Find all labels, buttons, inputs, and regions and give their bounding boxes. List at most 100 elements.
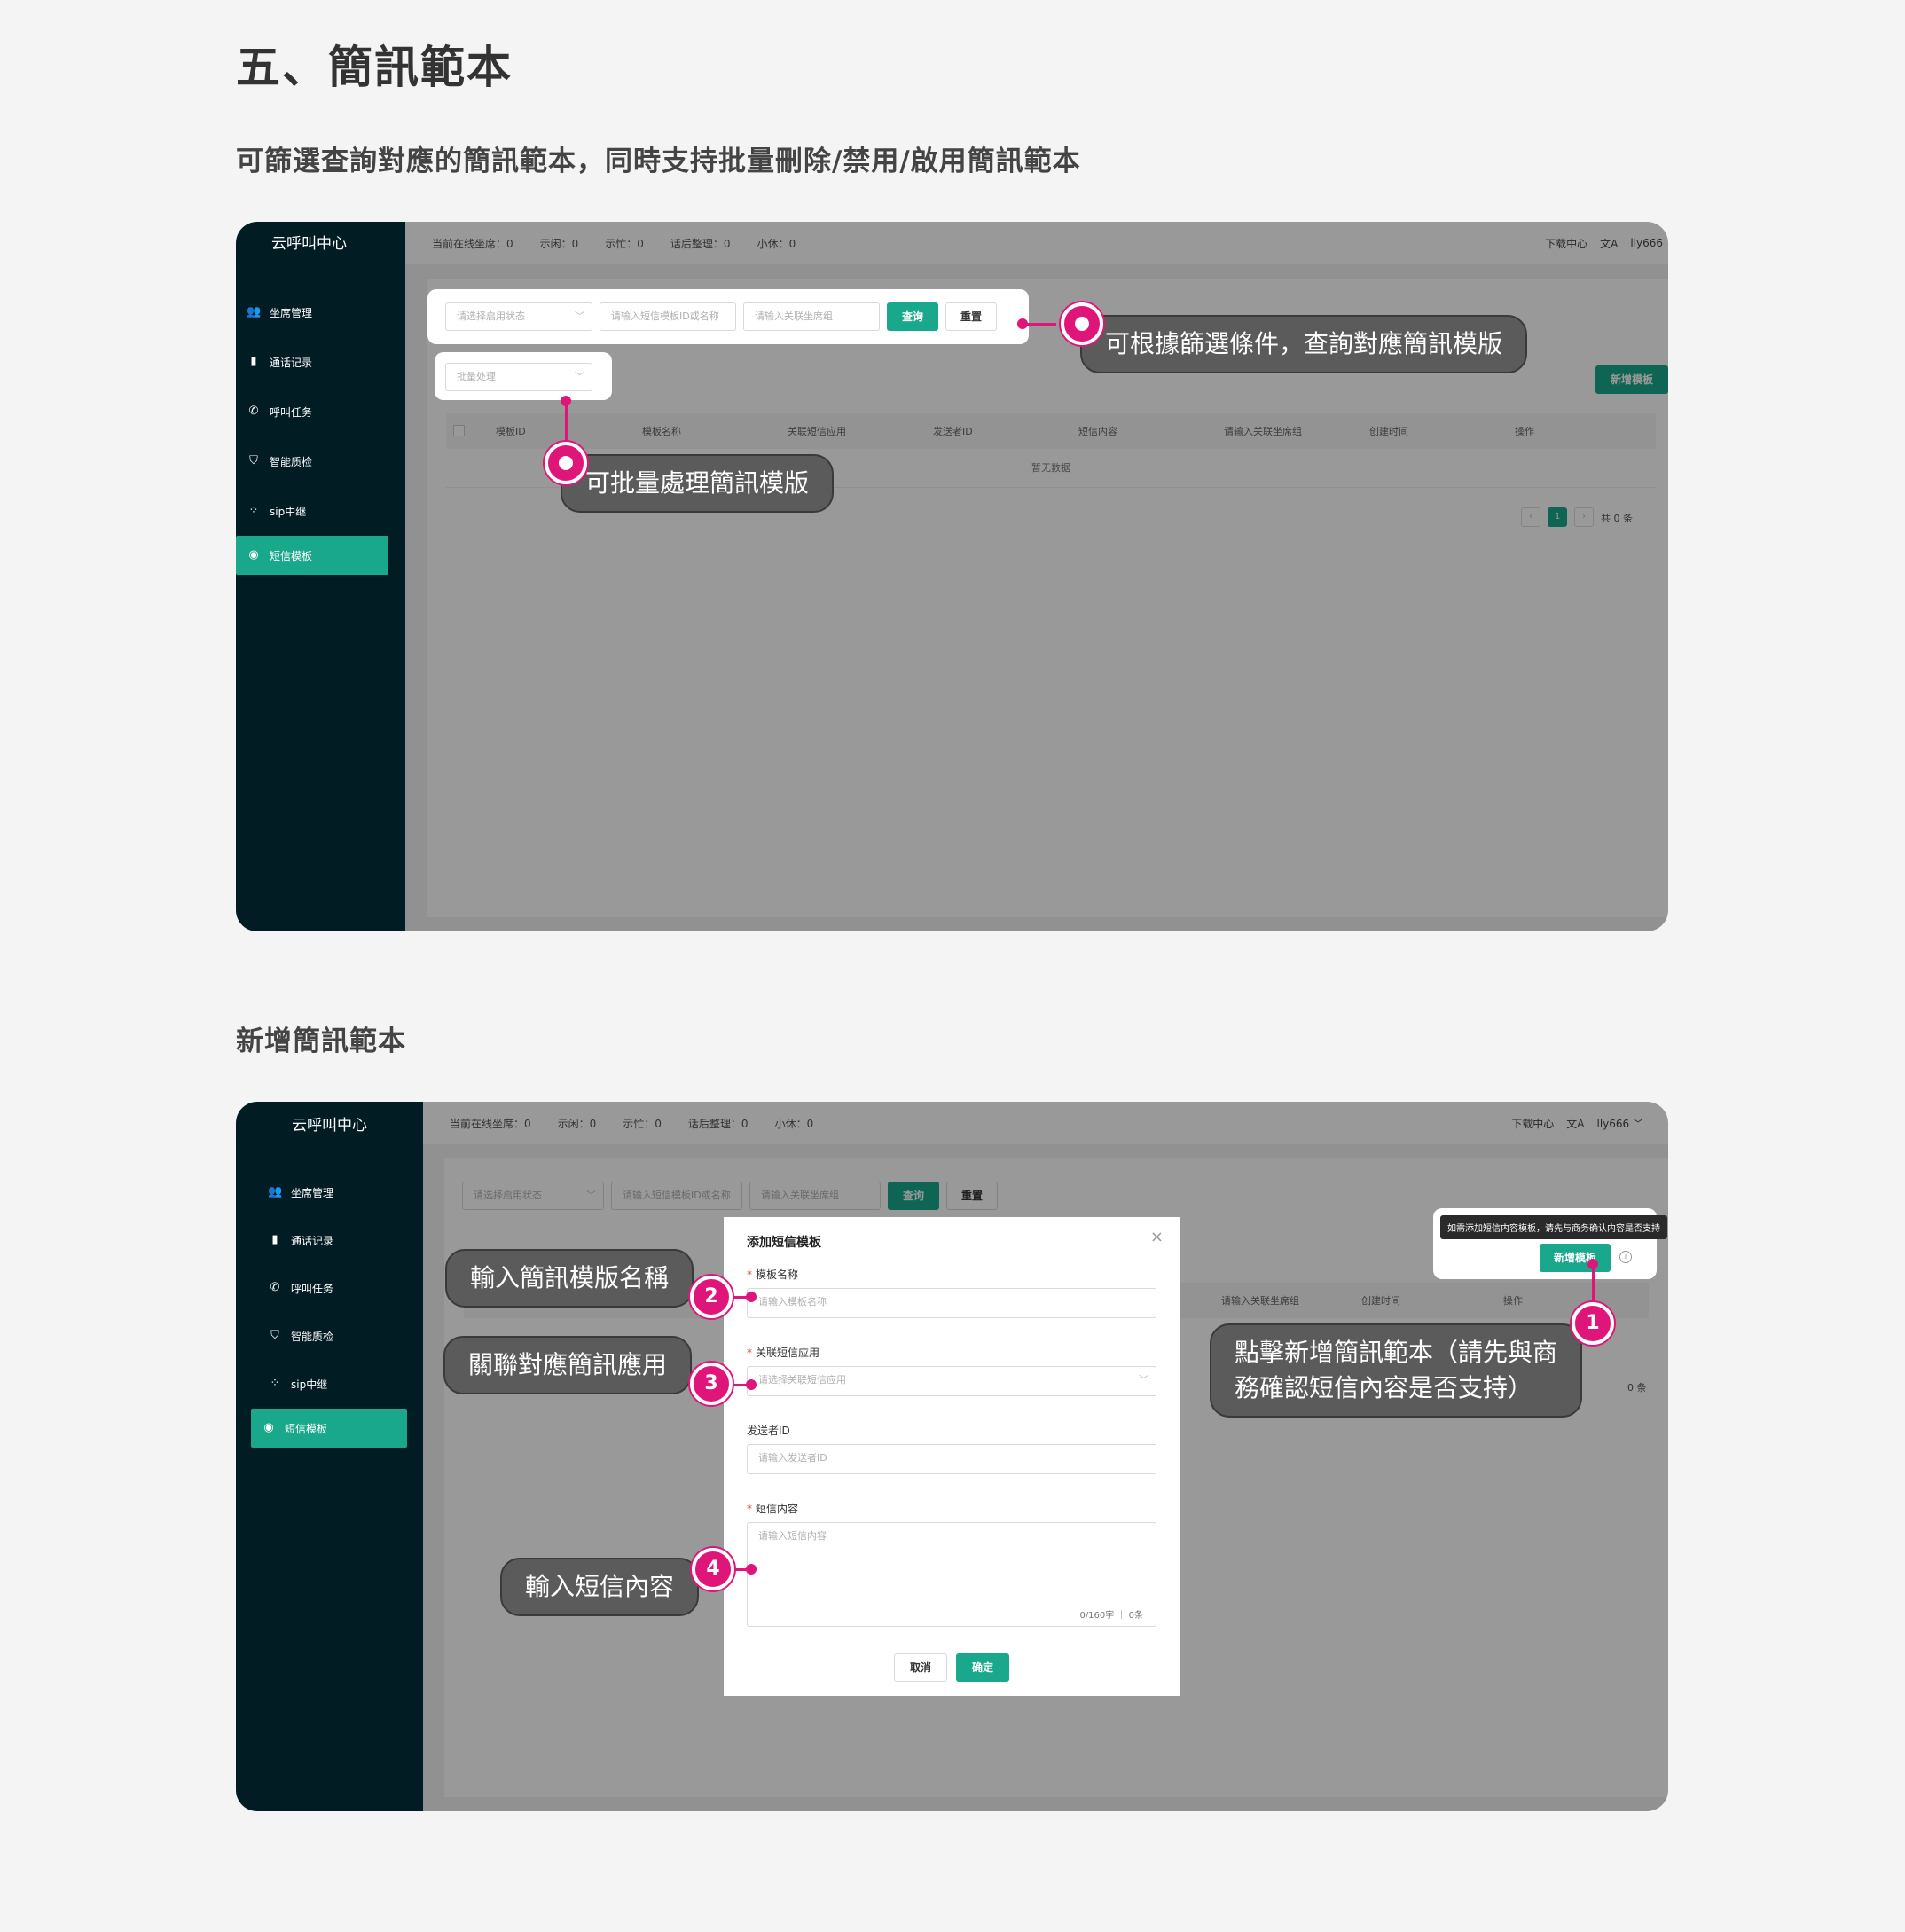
sidebar-item-sip[interactable]: ⁘sip中继: [236, 491, 387, 530]
sidebar-item-quality[interactable]: ⛉智能质检: [236, 442, 387, 481]
step4-marker: 4: [692, 1548, 734, 1590]
step4-anchor-pin: [746, 1564, 757, 1575]
filter-callout: 可根據篩選條件，查詢對應簡訊模版: [1080, 315, 1528, 373]
chevron-down-icon: ﹀: [575, 371, 584, 382]
sidebar: 云呼叫中心 👥坐席管理 ▮通话记录 ✆呼叫任务 ⛉智能质检 ⁘sip中继 ◉短信…: [236, 1102, 423, 1811]
col-template-name: 模板名称: [642, 426, 681, 437]
step1-callout: 點擊新增簡訊範本（請先與商 務確認短信內容是否支持）: [1210, 1323, 1583, 1418]
sidebar-item-label: 呼叫任务: [291, 1282, 334, 1295]
step2-connector: [715, 1296, 750, 1299]
chevron-down-icon: ﹀: [1139, 1374, 1148, 1386]
prev-page-button[interactable]: ‹: [1521, 507, 1540, 527]
agent-group-input[interactable]: 请输入关联坐席组: [749, 1182, 881, 1210]
template-name-input[interactable]: 请输入模板名称: [747, 1288, 1156, 1318]
new-template-button[interactable]: 新增模板: [1540, 1244, 1611, 1272]
step3-callout: 關聯對應簡訊應用: [443, 1336, 693, 1394]
step1-connector: [1592, 1264, 1595, 1307]
step3-connector: [715, 1384, 750, 1386]
chat-icon: ◉: [248, 548, 259, 562]
batch-select[interactable]: 批量处理﹀: [445, 363, 592, 391]
sidebar-item-label: 智能质检: [291, 1330, 334, 1343]
stat-busy: 示忙：0: [623, 1117, 662, 1130]
sender-id-input[interactable]: 请输入发送者ID: [747, 1444, 1156, 1474]
download-center-link[interactable]: 下载中心: [1545, 237, 1588, 250]
step4-callout: 輸入短信內容: [500, 1558, 700, 1616]
sidebar-item-sms-templates[interactable]: ◉短信模板: [251, 1409, 407, 1448]
template-id-input[interactable]: 请输入短信模板ID或名称: [600, 302, 736, 331]
language-icon[interactable]: 文A: [1566, 1117, 1585, 1130]
search-button[interactable]: 查询: [887, 302, 938, 331]
sidebar: 云呼叫中心 👥坐席管理 ▮通话记录 ✆呼叫任务 ⛉智能质检 ⁘sip中继 ◉短信…: [236, 222, 405, 931]
status-select[interactable]: 请选择启用状态﹀: [445, 302, 592, 331]
network-icon: ⁘: [270, 1377, 280, 1390]
sidebar-item-agents[interactable]: 👥坐席管理: [236, 293, 387, 332]
sender-label: 发送者ID: [747, 1425, 790, 1437]
stat-idle: 示闲：0: [539, 237, 579, 250]
agent-group-input[interactable]: 请输入关联坐席组: [743, 302, 880, 331]
step1-callout-line1: 點擊新增簡訊範本（請先與商: [1235, 1338, 1558, 1367]
stat-busy: 示忙：0: [605, 237, 644, 250]
next-page-button[interactable]: ›: [1574, 507, 1594, 527]
shield-icon: ⛉: [249, 454, 258, 467]
sidebar-item-sip[interactable]: ⁘sip中继: [257, 1364, 412, 1403]
language-icon[interactable]: 文A: [1600, 237, 1619, 250]
batch-connector: [565, 401, 568, 447]
new-template-tooltip: 如需添加短信内容模板，请先与商务确认内容是否支持: [1440, 1215, 1667, 1239]
reset-button[interactable]: 重置: [946, 1182, 998, 1210]
close-icon[interactable]: ×: [1149, 1228, 1164, 1246]
top-bar: 当前在线坐席：0 示闲：0 示忙：0 话后整理：0 小休：0 下载中心 文A l…: [423, 1102, 1668, 1144]
book-icon: ▮: [271, 1233, 278, 1246]
content-label: *短信内容: [747, 1503, 799, 1515]
stat-break: 小休：0: [774, 1117, 814, 1130]
sidebar-item-label: 坐席管理: [291, 1186, 334, 1199]
app-label: *关联短信应用: [747, 1347, 820, 1359]
sidebar-item-call-tasks[interactable]: ✆ 呼叫任务: [257, 1268, 412, 1308]
cancel-button[interactable]: 取消: [894, 1653, 947, 1682]
col-template-id: 模板ID: [496, 426, 526, 437]
sidebar-item-label: 通话记录: [291, 1234, 334, 1247]
total-count: 0 条: [1627, 1382, 1647, 1394]
col-sms-app: 关联短信应用: [788, 426, 846, 437]
stat-wrapup: 话后整理：0: [670, 237, 731, 250]
dialog-title: 添加短信模板: [747, 1236, 821, 1250]
search-button[interactable]: 查询: [888, 1182, 939, 1210]
sidebar-item-call-tasks[interactable]: ✆呼叫任务: [236, 392, 387, 431]
sidebar-item-label: 呼叫任务: [270, 405, 313, 419]
stat-online: 当前在线坐席：0: [432, 237, 513, 250]
new-template-button[interactable]: 新增模板: [1595, 365, 1668, 394]
col-content: 短信内容: [1078, 426, 1117, 437]
top-bar: 当前在线坐席：0 示闲：0 示忙：0 话后整理：0 小休：0 下载中心 文A l…: [405, 222, 1668, 264]
col-sender-id: 发送者ID: [933, 426, 973, 437]
chevron-down-icon: ﹀: [575, 310, 584, 322]
select-all-checkbox[interactable]: [453, 425, 465, 436]
chevron-down-icon: ﹀: [586, 1190, 596, 1201]
sidebar-item-agents[interactable]: 👥坐席管理: [257, 1173, 412, 1212]
phone-icon: ✆: [270, 1281, 280, 1294]
template-id-input[interactable]: 请输入短信模板ID或名称: [611, 1182, 742, 1210]
sms-content-textarea[interactable]: 请输入短信内容 0/160字 ｜ 0条: [747, 1522, 1156, 1627]
sidebar-item-sms-templates[interactable]: ◉短信模板: [236, 536, 388, 575]
step2-anchor-pin: [746, 1292, 757, 1302]
page-1-button[interactable]: 1: [1548, 507, 1567, 527]
add-template-dialog: 添加短信模板 × *模板名称 请输入模板名称 *关联短信应用 请选择关联短信应用…: [724, 1217, 1180, 1696]
sms-app-select[interactable]: 请选择关联短信应用﹀: [747, 1366, 1156, 1396]
user-menu[interactable]: lly666: [1630, 237, 1663, 249]
user-menu[interactable]: lly666 ﹀: [1596, 1117, 1644, 1130]
col-agent-group: 请输入关联坐席组: [1221, 1295, 1299, 1307]
screenshot-panel-add: 云呼叫中心 👥坐席管理 ▮通话记录 ✆呼叫任务 ⛉智能质检 ⁘sip中继 ◉短信…: [236, 1102, 1668, 1811]
col-actions: 操作: [1515, 426, 1534, 437]
stat-online: 当前在线坐席：0: [450, 1117, 531, 1130]
info-icon[interactable]: i: [1619, 1251, 1632, 1263]
step2-callout: 輸入簡訊模版名稱: [445, 1249, 694, 1308]
sidebar-item-call-records[interactable]: ▮ 通话记录: [257, 1221, 412, 1260]
confirm-button[interactable]: 确定: [956, 1653, 1009, 1682]
name-label: *模板名称: [747, 1268, 799, 1281]
stat-break: 小休：0: [757, 237, 796, 250]
download-center-link[interactable]: 下载中心: [1511, 1117, 1555, 1130]
step1-callout-line2: 務確認短信內容是否支持）: [1235, 1373, 1533, 1402]
status-select[interactable]: 请选择启用状态﹀: [462, 1182, 604, 1210]
reset-button[interactable]: 重置: [945, 302, 997, 331]
new-template-highlight: 如需添加短信内容模板，请先与商务确认内容是否支持 新增模板 i: [1433, 1208, 1667, 1279]
sidebar-item-quality[interactable]: ⛉智能质检: [257, 1316, 412, 1355]
sidebar-item-call-records[interactable]: ▮通话记录: [236, 342, 387, 381]
